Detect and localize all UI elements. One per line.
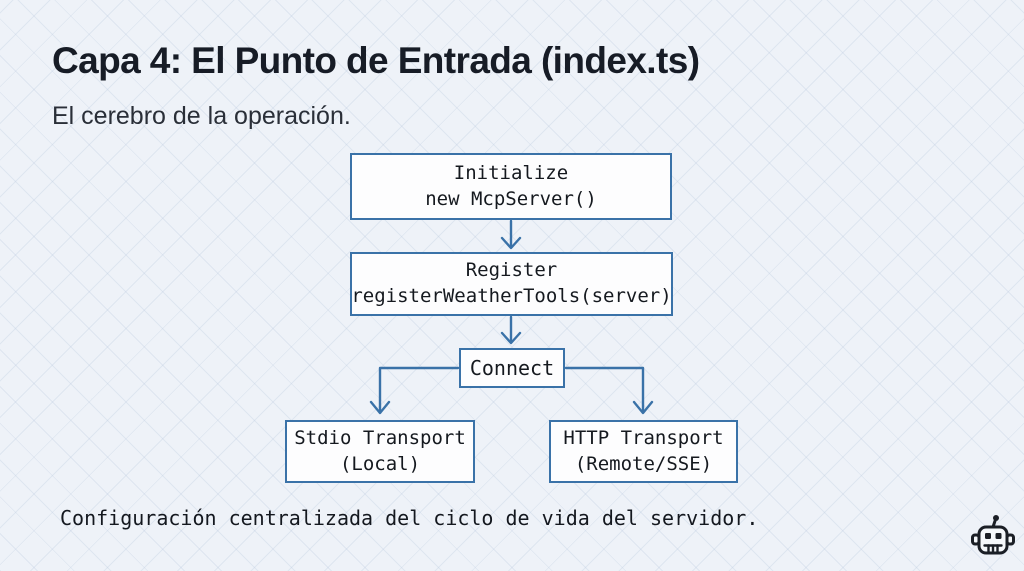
- node-label: Stdio Transport: [294, 426, 466, 449]
- flow-node-stdio-transport: Stdio Transport (Local): [285, 420, 475, 483]
- node-label: Register: [465, 259, 558, 282]
- robot-icon: [970, 511, 1016, 563]
- arrowhead-icon: [500, 331, 522, 345]
- node-sublabel: (Local): [339, 452, 421, 475]
- node-sublabel: (Remote/SSE): [574, 452, 713, 475]
- flow-node-connect: Connect: [459, 348, 565, 388]
- flow-node-initialize: Initialize new McpServer(): [350, 153, 672, 220]
- node-sublabel: registerWeatherTools(server): [351, 285, 672, 307]
- node-label: Connect: [469, 355, 555, 380]
- edge-connect-http: [564, 366, 645, 412]
- edge-connect-stdio: [378, 366, 460, 412]
- flow-node-http-transport: HTTP Transport (Remote/SSE): [549, 420, 738, 483]
- slide-subtitle: El cerebro de la operación.: [52, 102, 351, 130]
- node-label: Initialize: [453, 161, 569, 184]
- page-title: Capa 4: El Punto de Entrada (index.ts): [52, 40, 700, 81]
- node-sublabel: new McpServer(): [425, 187, 597, 210]
- node-label: HTTP Transport: [563, 426, 724, 449]
- slide-caption: Configuración centralizada del ciclo de …: [60, 506, 759, 530]
- arrowhead-icon: [500, 236, 522, 250]
- arrowhead-icon: [369, 400, 391, 415]
- arrowhead-icon: [632, 400, 654, 415]
- flow-node-register: Register registerWeatherTools(server): [350, 252, 673, 316]
